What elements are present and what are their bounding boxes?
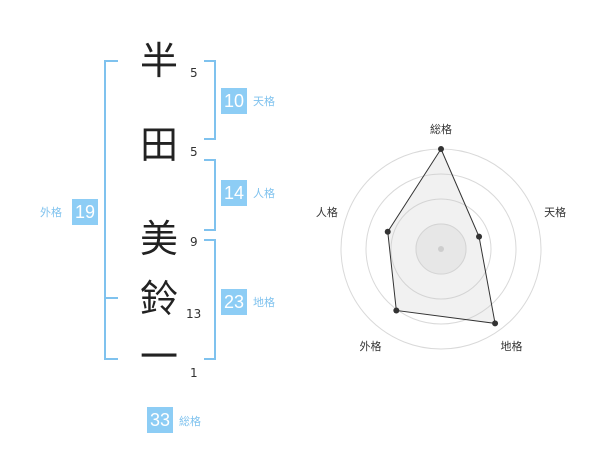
radar-point-1 [438,146,444,152]
jinkaku-value-badge: 14 [221,180,247,206]
radar-axis-label-3: 地格 [501,339,523,353]
chikaku-bracket [204,239,216,360]
radar-axis-label-2: 天格 [544,205,566,219]
tenkaku-label: 天格 [253,95,275,108]
soukaku-label: 総格 [179,415,201,428]
radar-axis-label-5: 人格 [316,205,338,219]
radar-center-dot [438,246,444,252]
name-char-5: 一 [140,335,179,379]
chikaku-label: 地格 [253,296,275,309]
name-char-4: 鈴 [140,277,179,321]
stroke-count-5: 1 [190,366,198,380]
radar-axis-label-4: 外格 [359,339,381,353]
radar-point-3 [492,320,499,327]
radar-point-4 [393,307,400,314]
name-char-3: 美 [140,217,179,261]
tenkaku-value-badge: 10 [221,88,247,114]
tenkaku-bracket [204,60,216,140]
jinkaku-label: 人格 [253,187,275,200]
radar-point-2 [476,233,483,240]
name-char-2: 田 [140,123,179,167]
radar-point-5 [384,228,391,235]
radar-ring-2 [390,198,492,300]
stroke-count-1: 5 [190,66,198,80]
radar-series-polygon [387,147,496,325]
radar-axis-label-1: 総格 [430,122,452,136]
gaikaku-bracket [104,60,118,360]
gaikaku-label: 外格 [40,206,62,219]
jinkaku-bracket [204,159,216,231]
name-char-1: 半 [140,39,179,83]
stroke-count-2: 5 [190,145,198,159]
chikaku-value-badge: 23 [221,289,247,315]
gaikaku-value-badge: 19 [72,199,98,225]
radar-ring-3 [365,173,517,325]
stroke-count-4: 13 [186,307,202,321]
soukaku-value-badge: 33 [147,407,173,433]
stroke-count-3: 9 [190,235,198,249]
